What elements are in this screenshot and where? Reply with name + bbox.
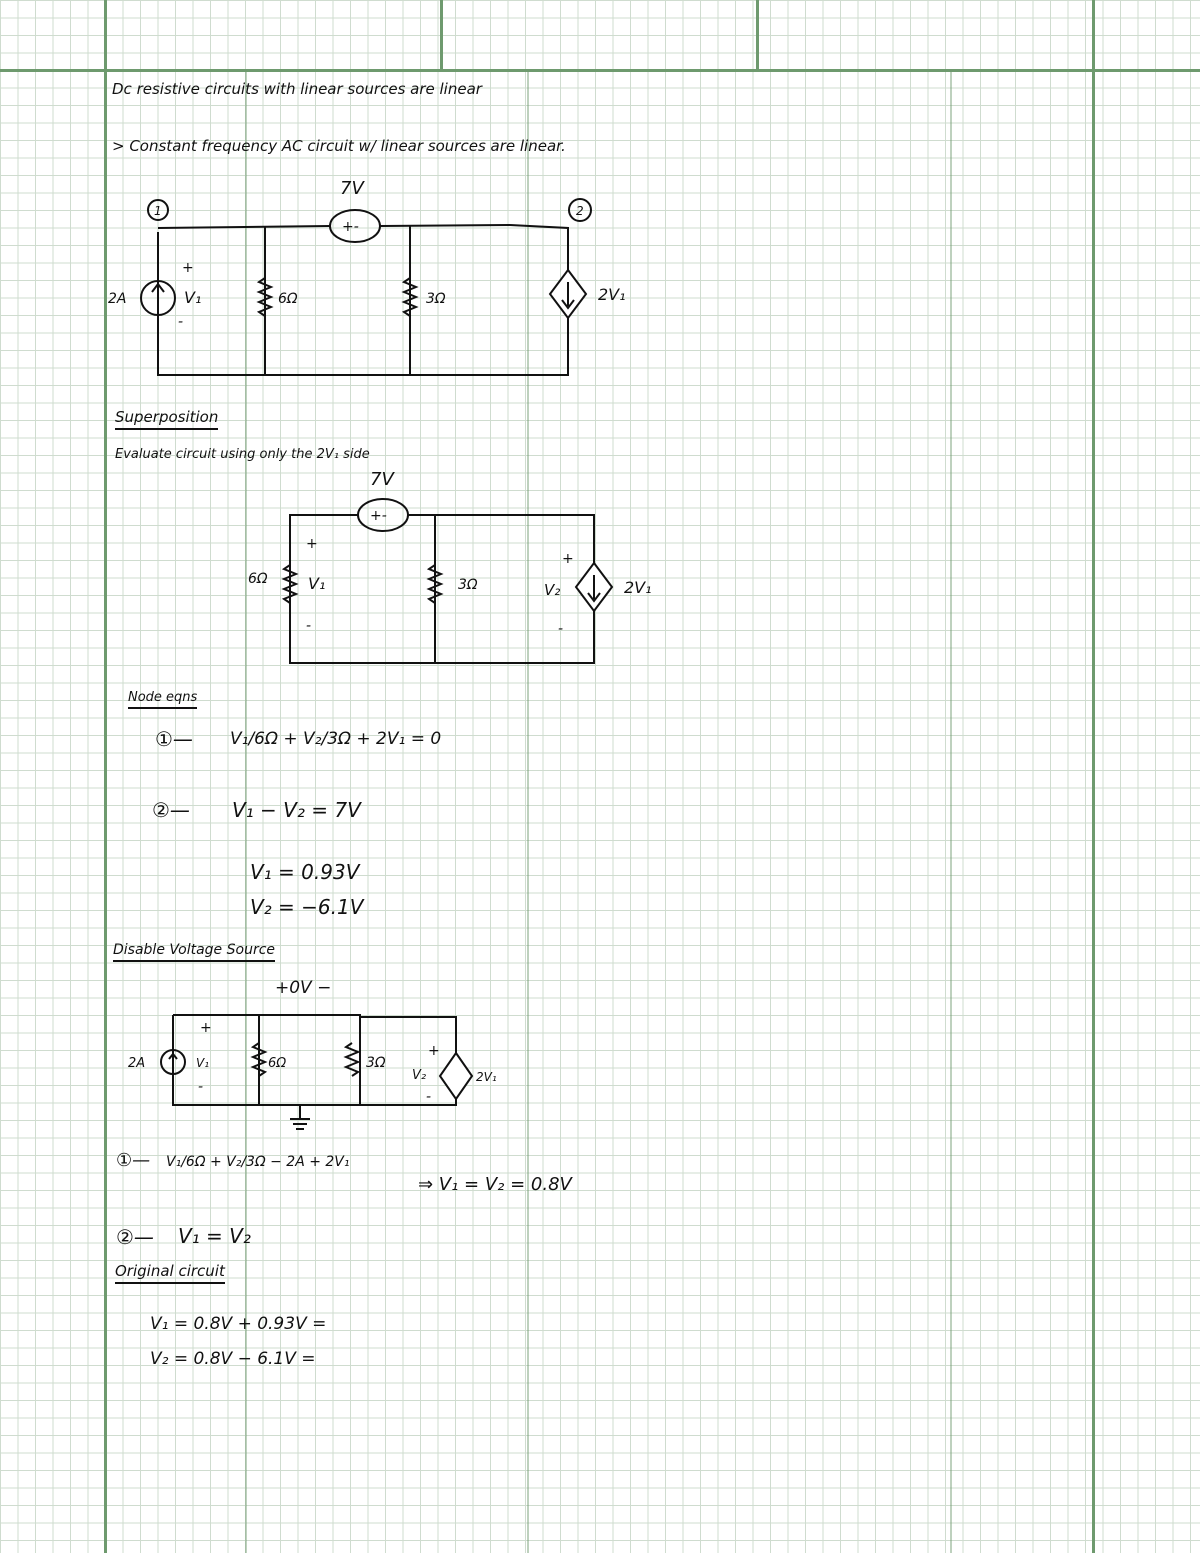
minor-vertical-rule	[245, 70, 247, 1553]
dep-source-value: 2V₁	[624, 578, 652, 597]
resistor-2-value: 3Ω	[366, 1055, 386, 1071]
intro-line-1: Dc resistive circuits with linear source…	[112, 80, 482, 98]
header-divider-1	[440, 0, 443, 70]
circuit-diagram-2: 7V +- 6Ω + V₁ - 3Ω + V₂ - 2V₁	[248, 469, 652, 664]
eq1-body: V₁/6Ω + V₂/3Ω + 2V₁ = 0	[230, 729, 442, 749]
v1-minus: -	[178, 314, 183, 330]
dep-source-value: 2V₁	[598, 285, 626, 304]
zero-source-label: +0V −	[275, 978, 332, 998]
node-2-label: 2	[576, 204, 584, 218]
v1-label: V₁	[308, 574, 325, 593]
eq2-body: V₁ − V₂ = 7V	[232, 798, 361, 822]
final-v2: V₂ = 0.8V − 6.1V =	[150, 1349, 316, 1369]
disable-heading: Disable Voltage Source	[113, 942, 276, 962]
v1-minus: -	[198, 1079, 203, 1095]
node-1-label: 1	[154, 204, 162, 218]
eq2-prefix: ②—	[152, 798, 190, 822]
eq1-prefix: ①—	[155, 727, 193, 751]
minor-vertical-rule	[527, 70, 529, 1553]
right-margin-rule	[1092, 0, 1095, 1553]
resistor-1-value: 6Ω	[268, 1056, 286, 1071]
resistor-1-value: 6Ω	[248, 571, 268, 587]
eq3-result: ⇒ V₁ = V₂ = 0.8V	[418, 1174, 572, 1195]
result-v1: V₁ = 0.93V	[250, 860, 360, 884]
isource-value: 2A	[128, 1056, 145, 1071]
left-margin-rule	[104, 0, 107, 1553]
minor-vertical-rule	[950, 70, 952, 1553]
dep-source-value: 2V₁	[476, 1070, 497, 1084]
eq4-prefix: ②—	[116, 1225, 154, 1249]
superposition-heading: Superposition	[115, 408, 219, 430]
final-v1: V₁ = 0.8V + 0.93V =	[150, 1314, 327, 1334]
v1-plus: +	[306, 536, 318, 552]
result-v2: V₂ = −6.1V	[250, 895, 364, 919]
v1-minus: -	[306, 618, 311, 634]
eq3-prefix: ①—	[116, 1150, 151, 1171]
eq3-body: V₁/6Ω + V₂/3Ω − 2A + 2V₁	[166, 1154, 350, 1170]
eq4-body: V₁ = V₂	[178, 1224, 251, 1248]
v2-label: V₂	[544, 581, 560, 599]
v2-minus: -	[426, 1089, 431, 1105]
v1-plus: +	[182, 260, 194, 276]
vsource-value: 7V	[340, 178, 365, 199]
v1-plus: +	[200, 1020, 212, 1036]
top-rule	[0, 69, 1200, 72]
node-eqns-heading: Node eqns	[128, 690, 198, 709]
circuit-diagram-1: 7V 1 2 +- 2A + V₁ - 6Ω 3Ω 2V₁	[108, 178, 626, 376]
resistor-2-value: 3Ω	[458, 577, 478, 593]
v2-minus: -	[558, 621, 563, 637]
circuit-diagram-3: 2A + V₁ - 6Ω 3Ω + V₂ - 2V₁	[128, 1014, 497, 1130]
vsource-polarity: +-	[342, 219, 359, 235]
v2-plus: +	[562, 551, 574, 567]
v1-label: V₁	[184, 288, 201, 307]
isource-value: 2A	[108, 291, 126, 307]
vsource-value: 7V	[370, 469, 395, 490]
header-divider-2	[756, 0, 759, 70]
intro-line-2: > Constant frequency AC circuit w/ linea…	[112, 137, 566, 155]
v1-label: V₁	[196, 1056, 209, 1070]
resistor-2-value: 3Ω	[426, 291, 446, 307]
v2-label: V₂	[412, 1068, 426, 1083]
resistor-1-value: 6Ω	[278, 291, 298, 307]
original-circuit-heading: Original circuit	[115, 1262, 225, 1284]
evaluate-line: Evaluate circuit using only the 2V₁ side	[115, 447, 370, 462]
v2-plus: +	[428, 1043, 440, 1059]
vsource-polarity: +-	[370, 508, 387, 524]
